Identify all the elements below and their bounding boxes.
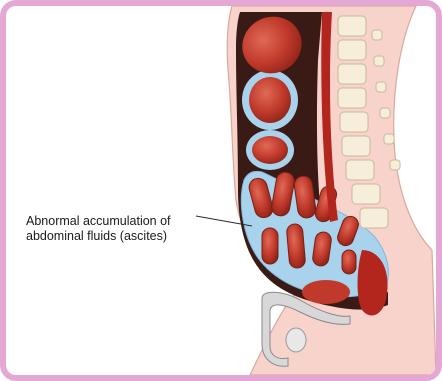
abdomen-cross-section-illustration bbox=[6, 6, 436, 375]
bladder-organ bbox=[302, 280, 350, 304]
callout-line-2: abdominal fluids (ascites) bbox=[26, 229, 226, 244]
ascites-callout-label: Abnormal accumulation of abdominal fluid… bbox=[26, 214, 226, 244]
intestine-organ bbox=[252, 136, 288, 164]
testis-shape bbox=[286, 328, 306, 352]
intestine-organ bbox=[249, 77, 291, 123]
callout-line-1: Abnormal accumulation of bbox=[26, 214, 226, 229]
